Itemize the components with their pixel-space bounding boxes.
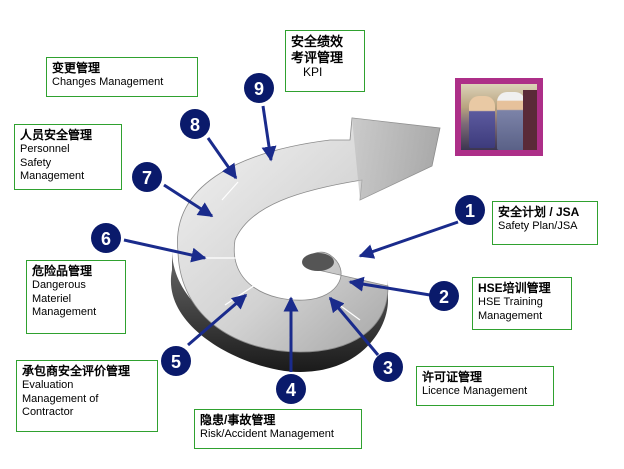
connector-arrows [123,105,459,372]
badge-number: 5 [171,352,181,372]
label-cn: 隐患/事故管理 [200,413,276,427]
disc-base [170,250,388,372]
label-cn: 变更管理 [52,61,101,75]
label-en: Safety Plan/JSA [498,220,578,232]
badge-3: 3 [373,352,403,382]
badge-2: 2 [429,281,459,311]
badge-number: 6 [101,229,111,249]
arrow-2 [348,276,431,297]
label-en: Evaluation Management of Contractor [22,379,99,418]
label-box-7: 人员安全管理 Personnel Safety Management [14,124,122,190]
spiral-arrow [177,117,441,353]
label-box-4: 隐患/事故管理 Risk/Accident Management [194,409,362,449]
worker-figure [497,92,525,150]
label-box-1: 安全计划 / JSA Safety Plan/JSA [492,201,598,245]
label-en: KPI [303,65,323,79]
label-en: Licence Management [422,385,528,397]
machine-figure [523,90,537,150]
label-cn: HSE培训管理 [478,281,551,295]
label-box-2: HSE培训管理 HSE Training Management [472,277,572,330]
label-cn: 许可证管理 [422,370,483,384]
workers-photo-icon [455,78,543,156]
label-box-8: 变更管理 Changes Management [46,57,198,97]
label-en: Risk/Accident Management [200,428,334,440]
badge-9: 9 [244,73,274,103]
label-cn: 人员安全管理 [20,128,93,142]
label-box-6: 危险品管理 Dangerous Materiel Management [26,260,126,334]
badge-6: 6 [91,223,121,253]
badge-number: 9 [254,79,264,99]
badge-7: 7 [132,162,162,192]
label-box-9: 安全绩效考评管理 KPI [285,30,365,92]
label-cn: 危险品管理 [32,264,93,278]
label-cn: 安全绩效考评管理 [291,34,344,65]
worker-figure [469,96,495,148]
badge-number: 4 [286,380,296,400]
label-en: Changes Management [52,76,164,88]
badge-number: 7 [142,168,152,188]
arrow-3 [328,296,380,356]
label-en: Dangerous Materiel Management [32,279,97,318]
badge-number: 1 [465,201,475,221]
label-cn: 承包商安全评价管理 [22,364,131,378]
arrow-9 [261,105,277,162]
badge-1: 1 [455,195,485,225]
arrow-7 [163,183,214,218]
badge-number: 2 [439,287,449,307]
arrow-1 [358,220,459,259]
label-box-3: 许可证管理 Licence Management [416,366,554,406]
label-en: HSE Training Management [478,296,543,322]
label-box-5: 承包商安全评价管理 Evaluation Management of Contr… [16,360,158,432]
badge-8: 8 [180,109,210,139]
arrow-6 [123,238,207,263]
badge-number: 3 [383,358,393,378]
label-cn: 安全计划 / JSA [498,205,580,219]
badge-number: 8 [190,115,200,135]
segment-divider [221,181,239,201]
badge-5: 5 [161,346,191,376]
badge-4: 4 [276,374,306,404]
disc-hub [302,253,334,271]
label-en: Personnel Safety Management [20,143,85,182]
photo-scene [461,84,537,150]
arrow-8 [206,137,238,180]
arrow-5 [187,293,248,347]
step-badges: 1 2 3 4 5 6 7 8 9 [91,73,485,404]
